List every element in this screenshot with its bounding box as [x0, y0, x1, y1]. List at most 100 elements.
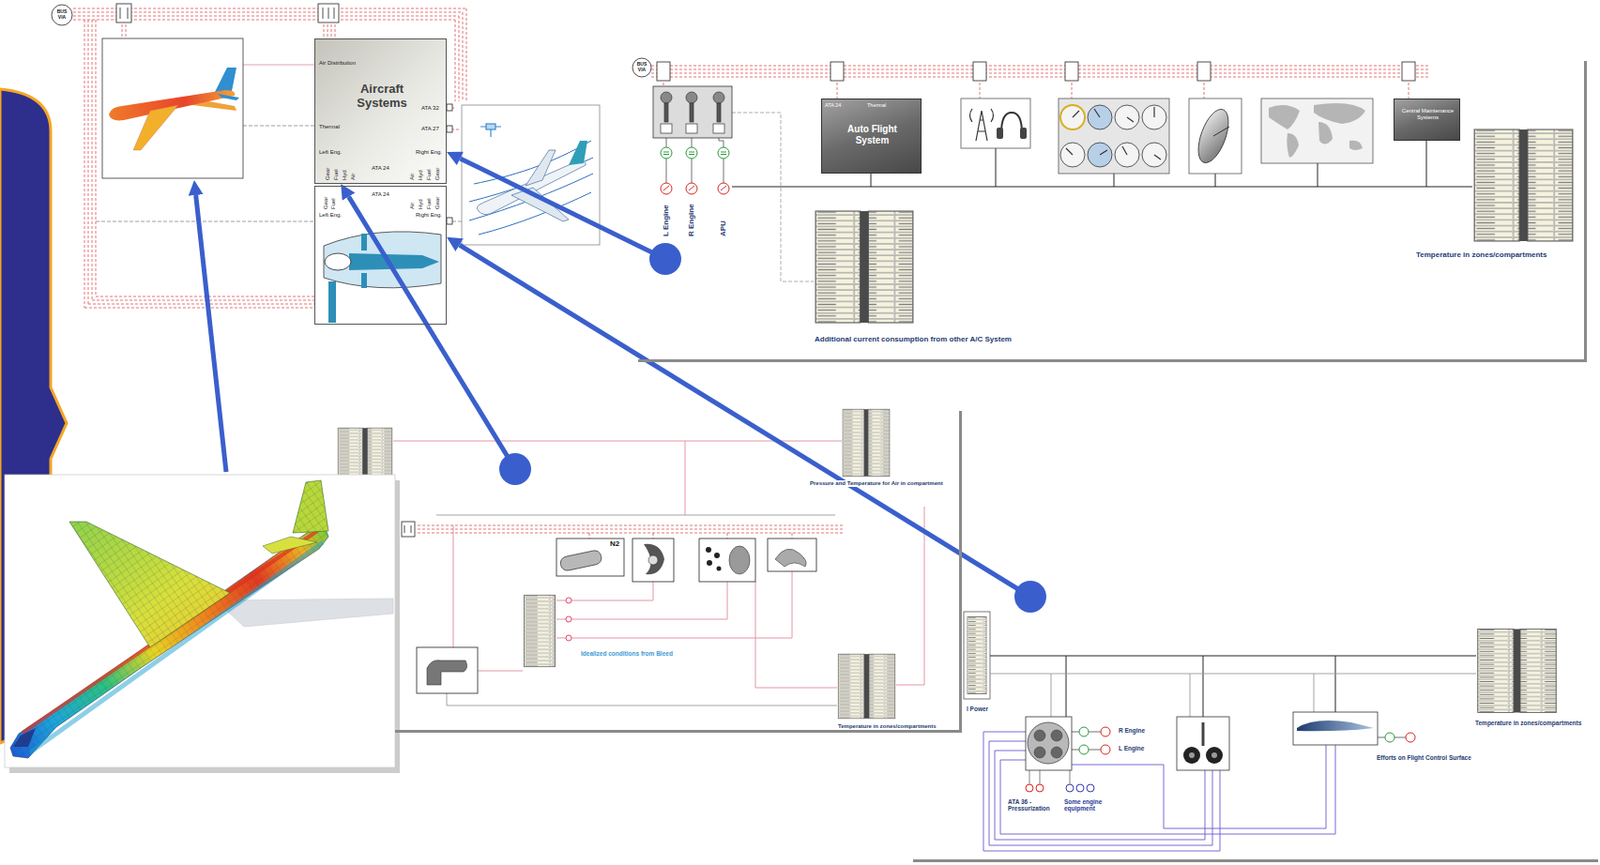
engine-illustration [328, 281, 336, 323]
pneumatic-network [404, 525, 412, 534]
electrical-network [1349, 140, 1363, 151]
electrical-network [651, 65, 1429, 77]
cut-caption: l Power [965, 705, 990, 713]
hydraulic-network [1051, 673, 1314, 717]
port-label: Right Eng. [415, 212, 442, 219]
pneumatic-network [436, 515, 836, 517]
port-label: Fuel [330, 198, 337, 210]
hydraulic-network [1027, 722, 1069, 764]
hydraulic-network [1051, 746, 1063, 759]
electrical-network [685, 123, 698, 134]
electrical-network [1065, 61, 1079, 81]
hydraulic-network [1034, 746, 1046, 759]
electrical-network [689, 103, 694, 122]
electrical-network [1268, 103, 1366, 158]
port-label: Fuel [426, 198, 433, 210]
bus-connector [322, 7, 335, 19]
panel-caption: Efforts on Flight Control Surface [1375, 754, 1473, 762]
hydraulic-network [990, 673, 1477, 717]
bus-connector [446, 104, 453, 111]
port-label: Gear [324, 167, 332, 181]
panel-caption: Some engine equipment [1063, 798, 1118, 813]
pneumatic-network [401, 521, 415, 537]
pneumatic-network [337, 409, 925, 719]
pneumatic-network [775, 548, 807, 567]
port-label: Fuel [333, 168, 340, 181]
pneumatic-network [556, 581, 728, 620]
engine-illustration [361, 233, 367, 251]
hydraulic-network [967, 616, 987, 694]
hydraulic-network [1100, 727, 1111, 737]
pneumatic-network [417, 525, 845, 534]
electrical-network [975, 110, 988, 141]
jet-picture [461, 105, 600, 245]
port-label: Gear [322, 197, 330, 210]
jet-picture [511, 187, 569, 222]
pneumatic-network [416, 647, 478, 694]
electrical-network [663, 185, 727, 191]
pneumatic-network [705, 547, 722, 572]
aircraft-3d-model [13, 728, 36, 747]
pneumatic-network [729, 546, 750, 575]
hydraulic-network [1176, 716, 1230, 771]
port-label: Hyd [341, 169, 349, 181]
pneumatic-network [643, 544, 665, 575]
pneumatic-network [648, 555, 658, 565]
pneumatic-network [556, 581, 654, 601]
block-label: ATA 24 [824, 102, 841, 108]
electrical-network [666, 158, 724, 183]
hydraulic-network [963, 611, 1556, 852]
port-label: ATA 24 [371, 191, 390, 199]
reference-arrow [459, 244, 1031, 597]
hydraulic-network [1394, 737, 1406, 739]
hydraulic-network [1296, 720, 1374, 732]
electrical-network [653, 86, 732, 138]
pneumatic-network [477, 670, 523, 672]
bus-label: BUS VIA [635, 61, 649, 74]
electrical-network [666, 137, 724, 183]
electrical-network [1213, 126, 1230, 137]
electrical-network [731, 186, 776, 188]
electrical-network [713, 91, 725, 104]
pneumatic-network [426, 660, 468, 686]
anchor-dot [499, 453, 532, 486]
engine-illustration [314, 185, 447, 325]
hydraulic-network [1076, 784, 1084, 793]
hydraulic-network [1034, 730, 1063, 759]
hydraulic-network [1066, 655, 1336, 717]
jet-picture [525, 150, 556, 186]
hydraulic-network [990, 655, 1477, 657]
panel-caption: ATA 36 - Pressurization [1006, 798, 1062, 813]
electrical-network [1474, 129, 1573, 242]
reference-arrow [349, 197, 516, 470]
engine-block: GearFuelATA 24AirHydFuelGearLeft Eng.Rig… [314, 185, 447, 325]
model-panel: ATA 24ThermalAuto Flight SystemCentral M… [638, 60, 1587, 363]
port-label: ATA 32 [421, 105, 440, 112]
electrical-network [716, 103, 721, 122]
aircraft-3d-model [10, 527, 329, 759]
hydraulic-network [1202, 722, 1205, 747]
electrical-network [660, 147, 672, 159]
port-label: Right Eng. [415, 149, 442, 156]
hydraulic-network [1036, 784, 1044, 793]
engine-illustration [361, 273, 367, 289]
pneumatic-network [632, 538, 674, 582]
hydraulic-network [1478, 629, 1557, 714]
jet-picture [476, 161, 586, 215]
electrical-network [973, 61, 987, 81]
pneumatic-network [755, 581, 838, 688]
port-label: Fuel [426, 168, 433, 181]
electrical-network [1268, 105, 1300, 130]
electrical-network [632, 58, 652, 77]
reference-arrow [196, 195, 227, 473]
hydraulic-network [1188, 752, 1195, 759]
panel-caption: Idealized conditions from Bleed [579, 650, 674, 657]
aircraft-thumbnail [133, 105, 179, 151]
pneumatic-network [842, 409, 890, 477]
pneumatic-network [401, 521, 817, 694]
electrical-network [663, 82, 1409, 99]
electrical-network [815, 211, 914, 323]
engine-illustration [324, 253, 351, 271]
block-label: Thermal [867, 102, 886, 108]
hydraulic-network [1183, 746, 1201, 764]
